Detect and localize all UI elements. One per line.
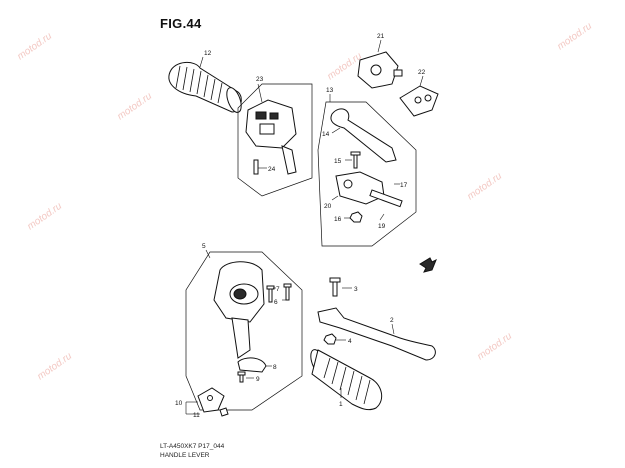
screw-6-part bbox=[283, 283, 292, 301]
screw-11-part bbox=[219, 407, 229, 417]
watermark-text: motod.ru bbox=[465, 171, 504, 203]
callout-17: 17 bbox=[400, 182, 408, 189]
handlebar-switch-part bbox=[245, 99, 297, 175]
callout-13: 13 bbox=[326, 87, 334, 94]
lever-2-part bbox=[317, 307, 436, 361]
watermark-text: motod.ru bbox=[35, 351, 74, 383]
callout-16: 16 bbox=[334, 216, 342, 223]
screw-7-part bbox=[266, 285, 275, 303]
watermark-text: motod.ru bbox=[15, 31, 54, 63]
brake-lever-14-part bbox=[330, 108, 397, 163]
figure-title: FIG.44 bbox=[160, 16, 202, 31]
callout-3: 3 bbox=[354, 286, 358, 293]
callout-7: 7 bbox=[276, 286, 280, 293]
callout-15: 15 bbox=[334, 158, 342, 165]
watermark-text: motod.ru bbox=[475, 331, 514, 363]
callout-22: 22 bbox=[418, 69, 426, 76]
nut-16-part bbox=[349, 211, 363, 223]
callout-8: 8 bbox=[273, 364, 277, 371]
bracket-22-part bbox=[399, 85, 439, 117]
screw-9-part bbox=[237, 371, 246, 383]
callout-11: 11 bbox=[193, 412, 200, 419]
watermark-text: motod.ru bbox=[555, 21, 594, 53]
callout-24: 24 bbox=[268, 166, 276, 173]
figure-caption: HANDLE LEVER bbox=[160, 452, 210, 459]
throttle-clamp-8-part bbox=[237, 357, 267, 373]
watermark-text: motod.ru bbox=[25, 201, 64, 233]
callout-20: 20 bbox=[324, 203, 332, 210]
bracket-10-part bbox=[197, 387, 225, 413]
bolt-3-part bbox=[329, 277, 341, 297]
callout-23: 23 bbox=[256, 76, 264, 83]
lever-holder-part bbox=[335, 171, 403, 208]
callout-19: 19 bbox=[378, 223, 386, 230]
switch-assembly-frame bbox=[237, 83, 313, 197]
callout-10: 10 bbox=[175, 400, 183, 407]
callout-21: 21 bbox=[377, 33, 385, 40]
lever-assembly-frame bbox=[317, 101, 417, 247]
watermark-layer: motod.ru motod.ru motod.ru motod.ru moto… bbox=[15, 21, 594, 383]
callout-5: 5 bbox=[202, 243, 206, 250]
callout-4: 4 bbox=[348, 338, 352, 345]
watermark-text: motod.ru bbox=[325, 51, 364, 83]
callout-6: 6 bbox=[274, 299, 278, 306]
callout-14: 14 bbox=[322, 131, 330, 138]
grip-left-part bbox=[168, 62, 242, 113]
bolt-15-part bbox=[350, 151, 361, 169]
throttle-assembly-frame bbox=[185, 251, 303, 411]
callout-12: 12 bbox=[204, 50, 212, 57]
throttle-housing-part bbox=[213, 261, 265, 359]
figure-code: LT-A450XK7 P17_044 bbox=[160, 443, 225, 450]
nut-4-part bbox=[323, 333, 337, 345]
watermark-text: motod.ru bbox=[115, 91, 154, 123]
callout-1: 1 bbox=[339, 401, 343, 408]
bracket-21-part bbox=[357, 51, 403, 89]
front-arrow-icon bbox=[419, 257, 437, 273]
grip-right-part bbox=[310, 349, 383, 411]
callout-2: 2 bbox=[390, 317, 394, 324]
callout-9: 9 bbox=[256, 376, 260, 383]
